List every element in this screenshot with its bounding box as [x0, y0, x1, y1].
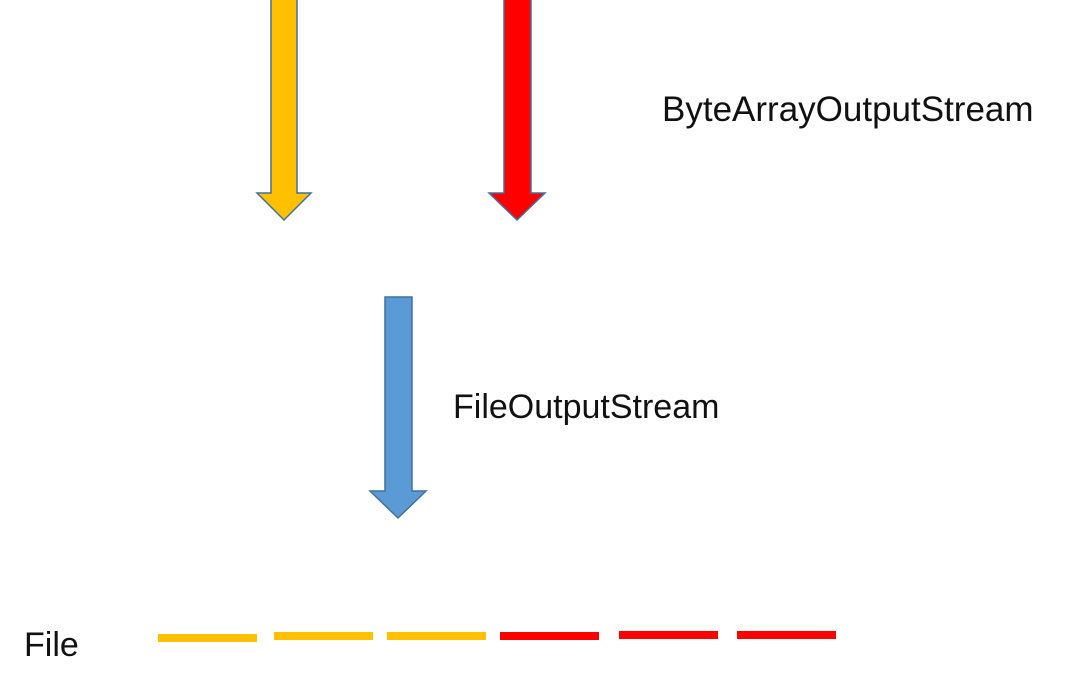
file-segment: [274, 632, 373, 640]
red-arrow: [487, 0, 547, 222]
file-segment: [500, 632, 599, 640]
file-segment: [737, 631, 836, 639]
file-segment: [619, 631, 718, 639]
file-segment: [158, 634, 257, 642]
file-label: File: [24, 626, 79, 664]
yellow-arrow: [255, 0, 313, 222]
byte-array-output-stream-label: ByteArrayOutputStream: [662, 90, 1034, 129]
file-contents: [158, 631, 836, 642]
blue-arrow: [368, 296, 428, 520]
file-output-stream-label: FileOutputStream: [453, 388, 720, 426]
file-segment: [387, 632, 486, 640]
